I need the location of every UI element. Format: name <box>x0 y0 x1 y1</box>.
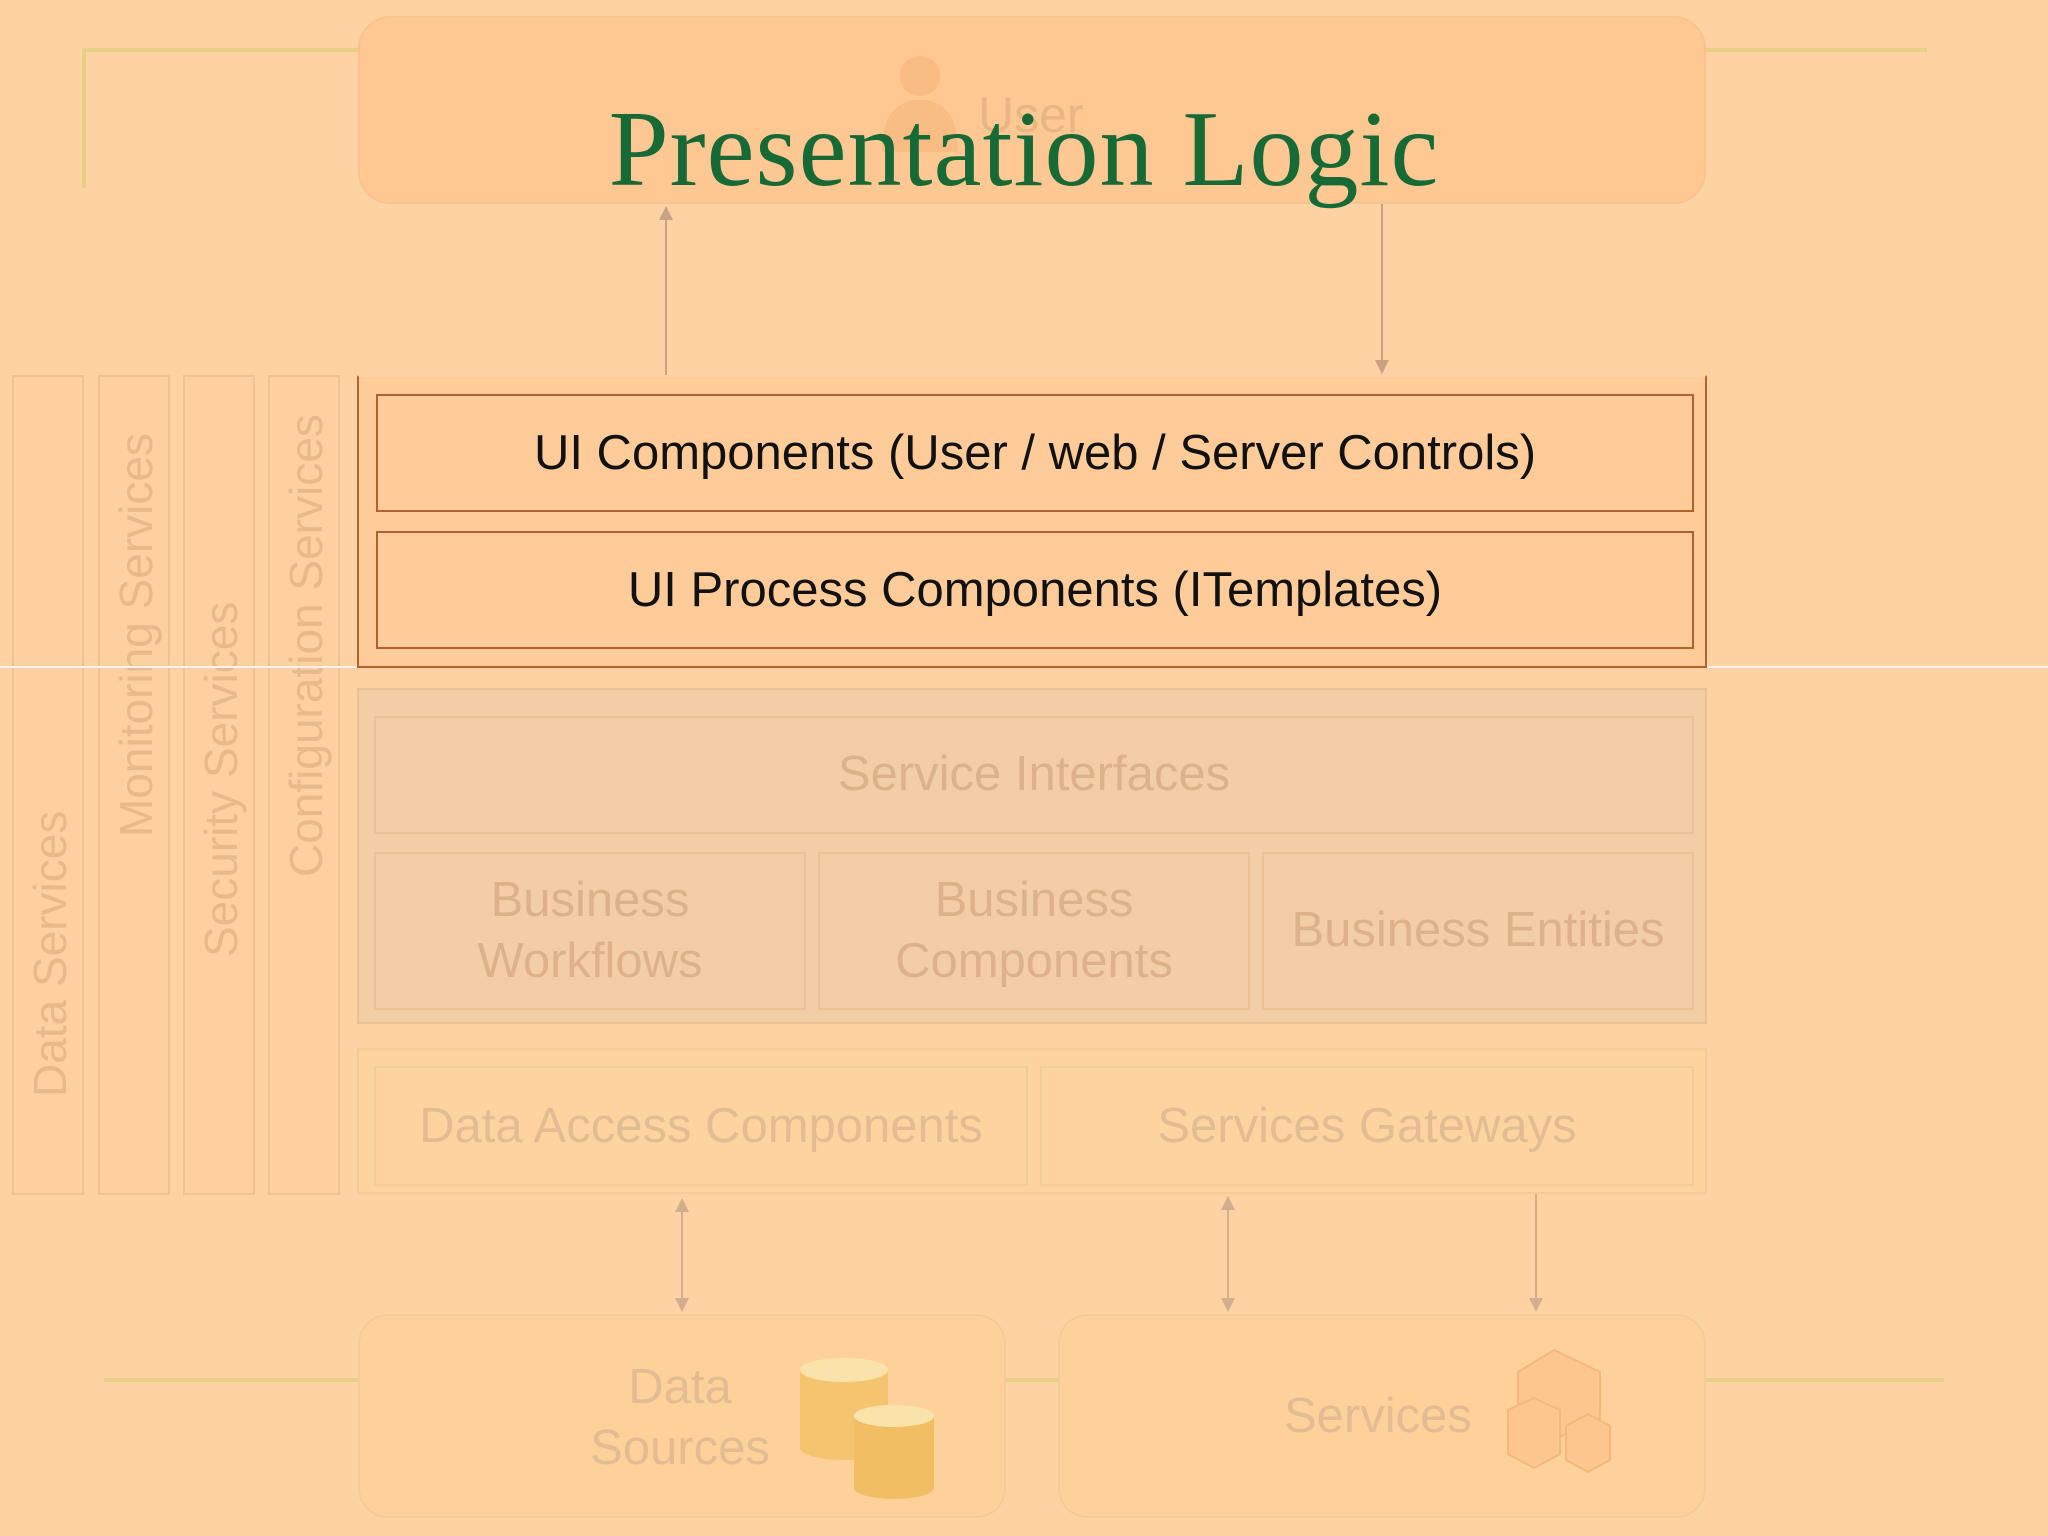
data-services-column: Data Services <box>12 375 84 1195</box>
services-label: Services <box>1284 1389 1472 1443</box>
data-sources-line2: Sources <box>590 1421 770 1475</box>
ui-components-box: UI Components (User / web / Server Contr… <box>376 394 1694 512</box>
data-services-label: Data Services <box>24 810 76 1097</box>
arrow-data-sources <box>675 1198 689 1312</box>
business-components-line1: Business <box>934 872 1134 927</box>
security-services-label: Security Services <box>195 601 247 957</box>
decorative-line-left <box>82 48 86 188</box>
configuration-services-column: Configuration Services <box>268 375 340 1195</box>
data-access-components-box: Data Access Components <box>374 1066 1028 1186</box>
user-label: User <box>978 87 1084 143</box>
monitoring-services-column: Monitoring Services <box>98 375 170 1195</box>
service-interfaces-box: Service Interfaces <box>374 716 1694 834</box>
arrow-services-down <box>1529 1194 1543 1312</box>
arrow-up-to-user <box>659 206 673 376</box>
business-workflows-line2: Workflows <box>477 934 703 988</box>
business-workflows-line1: Business <box>490 872 690 927</box>
user-icon <box>882 56 958 152</box>
services-gateways-box: Services Gateways <box>1040 1066 1694 1186</box>
data-sources-label: Data Sources <box>560 1356 800 1480</box>
arrow-services-bidirectional <box>1221 1196 1235 1312</box>
ui-process-components-box: UI Process Components (ITemplates) <box>376 531 1694 649</box>
database-icon <box>800 1358 934 1499</box>
configuration-services-label: Configuration Services <box>280 414 332 877</box>
decorative-line-bottom <box>104 1378 1944 1382</box>
business-workflows-box: Business Workflows <box>374 852 806 1010</box>
arrow-down-from-user <box>1375 204 1389 374</box>
business-components-line2: Components <box>895 934 1173 988</box>
cubes-icon <box>1507 1348 1611 1474</box>
security-services-column: Security Services <box>183 375 255 1195</box>
business-components-box: Business Components <box>818 852 1250 1010</box>
user-box <box>358 16 1706 204</box>
business-entities-box: Business Entities <box>1262 852 1694 1010</box>
page-title: Presentation Logic <box>608 90 1440 209</box>
monitoring-services-label: Monitoring Services <box>110 433 162 837</box>
data-sources-line1: Data <box>628 1360 732 1415</box>
